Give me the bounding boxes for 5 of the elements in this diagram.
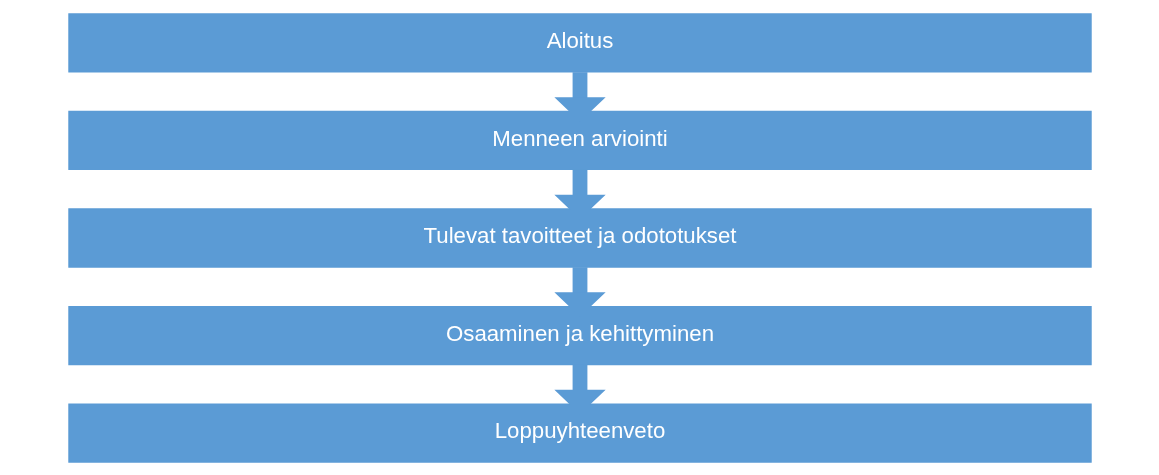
node-box: Osaaminen ja kehittyminen: [67, 305, 1092, 365]
node-box: Tulevat tavoitteet ja odototukset: [67, 207, 1092, 268]
node-box: Loppuyhteenveto: [67, 402, 1092, 463]
node-box: Aloitus: [67, 12, 1092, 73]
node-box: Menneen arviointi: [67, 110, 1092, 170]
